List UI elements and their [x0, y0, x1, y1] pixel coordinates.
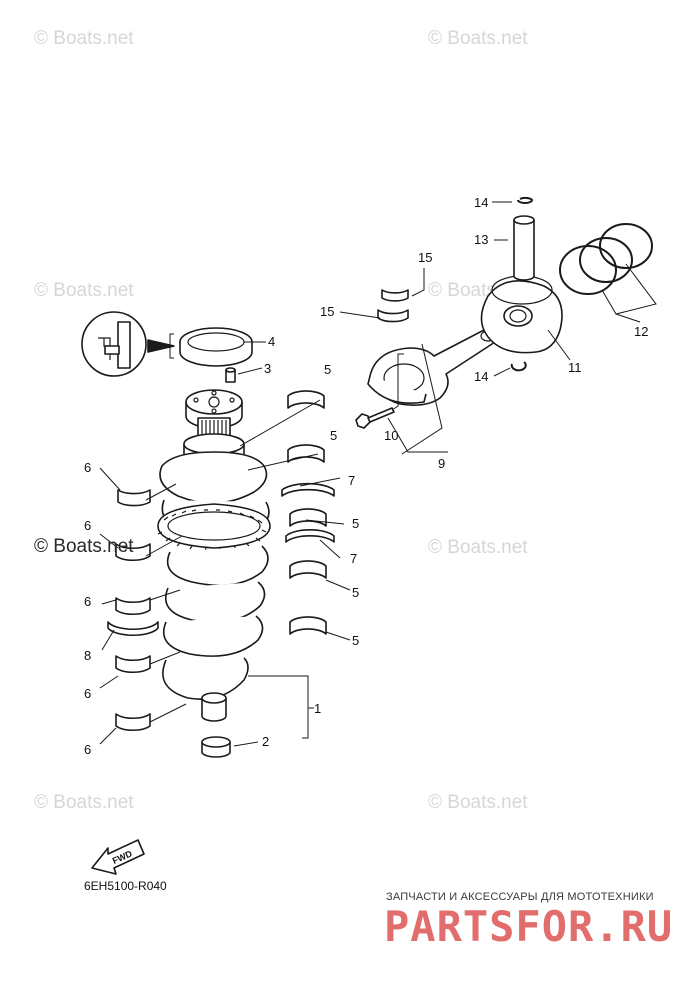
watermark: © Boats.net	[34, 536, 134, 557]
callout-9: 9	[438, 456, 445, 471]
dowel-pin	[225, 367, 236, 383]
leader-lines	[99, 201, 657, 747]
bushing	[201, 736, 231, 758]
watermark: © Boats.net	[34, 28, 134, 49]
detail-inset	[81, 311, 175, 377]
callout-5: 5	[330, 428, 337, 443]
callout-6: 6	[84, 460, 91, 475]
piston-pin-clips	[510, 196, 534, 372]
callout-5: 5	[352, 633, 359, 648]
callout-5: 5	[352, 585, 359, 600]
main-bearings-right	[281, 390, 335, 635]
callout-6: 6	[84, 742, 91, 757]
callout-7: 7	[348, 473, 355, 488]
watermark: © Boats.net	[428, 28, 528, 49]
watermark: © Boats.net	[34, 280, 134, 301]
callout-5: 5	[324, 362, 331, 377]
callout-10: 10	[384, 428, 398, 443]
piston-rings	[559, 223, 653, 295]
callout-5: 5	[352, 516, 359, 531]
callout-12: 12	[634, 324, 648, 339]
piston	[480, 275, 563, 354]
crankshaft	[157, 389, 271, 722]
watermark: © Boats.net	[428, 537, 528, 558]
callout-1: 1	[314, 701, 321, 716]
callout-2: 2	[262, 734, 269, 749]
main-bearings-left	[107, 489, 159, 732]
oil-seal	[179, 327, 253, 367]
callout-14: 14	[474, 369, 488, 384]
watermark-layer: © Boats.net © Boats.net © Boats.net © Bo…	[34, 28, 528, 813]
watermark: © Boats.net	[428, 792, 528, 813]
callout-4: 4	[268, 334, 275, 349]
callout-14: 14	[474, 195, 488, 210]
callout-7: 7	[350, 551, 357, 566]
watermark: © Boats.net	[34, 792, 134, 813]
connecting-rod	[367, 326, 499, 406]
callout-13: 13	[474, 232, 488, 247]
piston-pin	[513, 215, 535, 281]
conrod-bolt	[355, 407, 395, 429]
callout-11: 11	[568, 360, 582, 375]
fwd-arrow-icon: FWD	[91, 839, 145, 875]
diagram-code: 6EH5100-R040	[84, 879, 167, 893]
brand-logo: PARTSFOR.RU	[384, 902, 674, 951]
conrod-bearings	[377, 289, 409, 323]
callout-15: 15	[320, 304, 334, 319]
callout-6: 6	[84, 594, 91, 609]
callout-6: 6	[84, 686, 91, 701]
brand-tagline: ЗАПЧАСТИ И АКСЕССУАРЫ ДЛЯ МОТОТЕХНИКИ	[386, 891, 654, 903]
callout-8: 8	[84, 648, 91, 663]
callout-labels: 1 2 3 4 5 5 5 5 5 6 6 6 6 6 7 7 8 9 10 1…	[84, 195, 648, 757]
callout-15: 15	[418, 250, 432, 265]
callout-3: 3	[264, 361, 271, 376]
callout-6: 6	[84, 518, 91, 533]
